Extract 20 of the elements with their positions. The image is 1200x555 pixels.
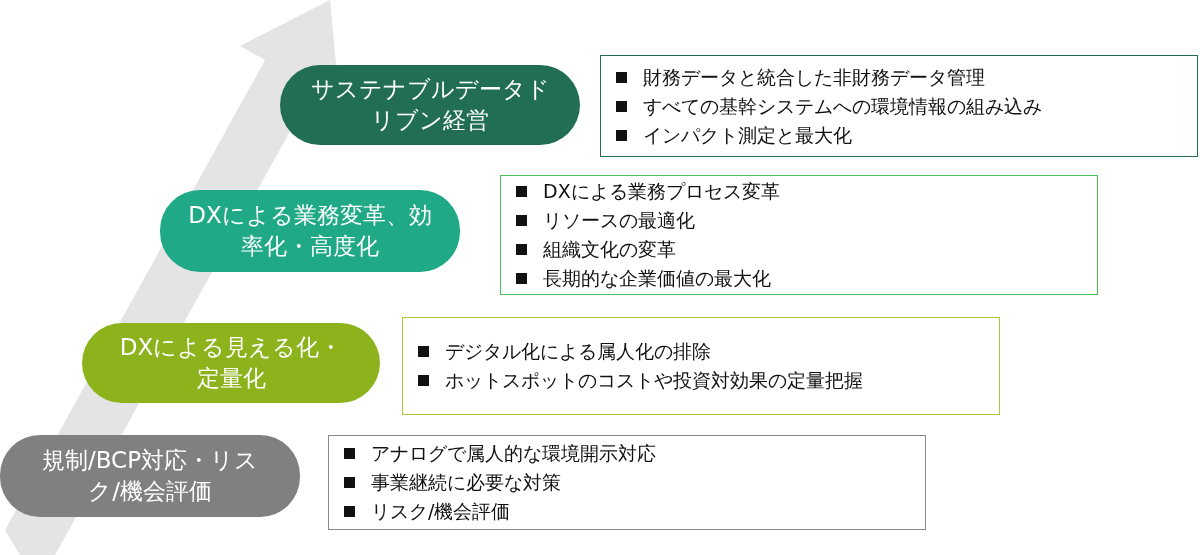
stage-pill: DXによる業務変革、効率化・高度化 [160, 190, 460, 272]
bullet-item: DXによる業務プロセス変革 [513, 177, 1085, 206]
bullet-item: ホットスポットのコストや投資対効果の定量把握 [415, 366, 987, 395]
stage-pill: サステナブルデータドリブン経営 [280, 65, 580, 145]
bullet-list-box [500, 175, 1098, 295]
bullet-item: アナログで属人的な環境開示対応 [341, 439, 913, 468]
bullet-item: 事業継続に必要な対策 [341, 468, 913, 497]
bullet-item: 組織文化の変革 [513, 235, 1085, 264]
bullet-item: リスク/機会評価 [341, 497, 913, 526]
stage-pill: 規制/BCP対応・リスク/機会評価 [0, 435, 300, 517]
bullet-item: すべての基幹システムへの環境情報の組み込み [613, 91, 1185, 121]
bullet-item: インパクト測定と最大化 [613, 120, 1185, 150]
bullet-item: リソースの最適化 [513, 206, 1085, 235]
stage-pill: DXによる見える化・定量化 [82, 323, 380, 403]
bullet-item: 長期的な企業価値の最大化 [513, 264, 1085, 293]
bullet-list-box [328, 435, 926, 530]
bullet-item: 財務データと統合した非財務データ管理 [613, 62, 1185, 92]
bullet-list-box [600, 55, 1198, 157]
bullet-item: デジタル化による属人化の排除 [415, 337, 987, 366]
bullet-list-box [402, 317, 1000, 415]
